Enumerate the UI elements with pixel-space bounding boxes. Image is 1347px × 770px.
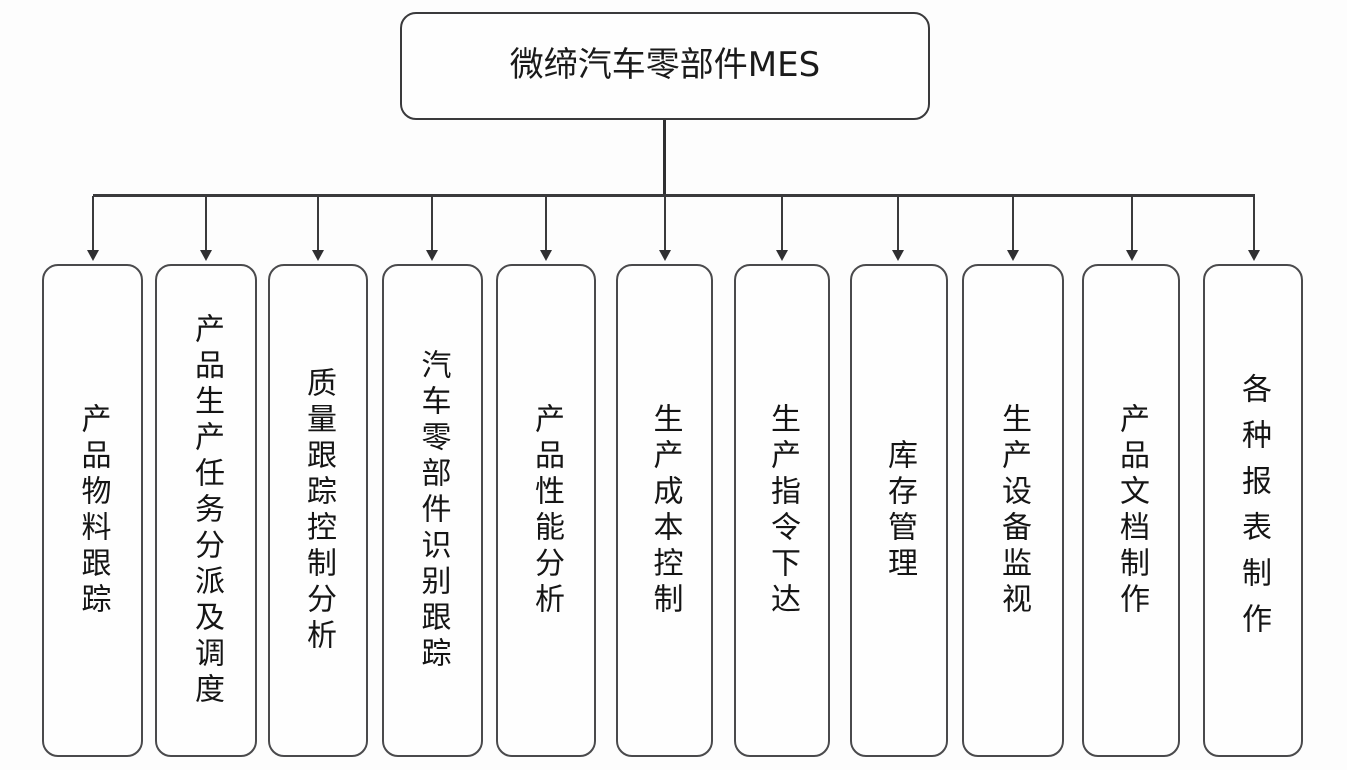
arrow-head-2 [200, 250, 212, 261]
arrow-head-8 [892, 250, 904, 261]
arrow-head-9 [1007, 250, 1019, 261]
leaf-node-label-2: 产品生产任务分派及调度 [189, 312, 224, 709]
leaf-node-label-9: 生产设备监视 [996, 402, 1031, 619]
drop-connector-8 [897, 196, 899, 252]
leaf-node-8[interactable]: 库存管理 [850, 264, 948, 757]
leaf-node-label-11: 各种报表制作 [1236, 372, 1271, 649]
drop-connector-9 [1012, 196, 1014, 252]
drop-connector-10 [1131, 196, 1133, 252]
arrow-head-11 [1248, 250, 1260, 261]
root-node-label: 微缔汽车零部件MES [509, 45, 821, 86]
leaf-node-5[interactable]: 产品性能分析 [496, 264, 596, 757]
leaf-node-label-7: 生产指令下达 [765, 402, 800, 619]
leaf-node-1[interactable]: 产品物料跟踪 [42, 264, 143, 757]
leaf-node-11[interactable]: 各种报表制作 [1203, 264, 1303, 757]
drop-connector-1 [92, 196, 94, 252]
drop-connector-3 [317, 196, 319, 252]
leaf-node-9[interactable]: 生产设备监视 [962, 264, 1064, 757]
leaf-node-4[interactable]: 汽车零部件识别跟踪 [382, 264, 483, 757]
horizontal-bus-connector [93, 194, 1255, 197]
arrow-head-5 [540, 250, 552, 261]
drop-connector-7 [781, 196, 783, 252]
drop-connector-6 [664, 196, 666, 252]
leaf-node-label-6: 生产成本控制 [647, 402, 683, 619]
leaf-node-label-10: 产品文档制作 [1114, 402, 1149, 619]
arrow-head-1 [87, 250, 99, 261]
leaf-node-2[interactable]: 产品生产任务分派及调度 [155, 264, 257, 757]
leaf-node-3[interactable]: 质量跟踪控制分析 [268, 264, 368, 757]
root-node[interactable]: 微缔汽车零部件MES [400, 12, 930, 120]
drop-connector-4 [431, 196, 433, 252]
leaf-node-label-5: 产品性能分析 [529, 402, 564, 619]
leaf-node-label-4: 汽车零部件识别跟踪 [415, 348, 451, 673]
leaf-node-label-1: 产品物料跟踪 [75, 402, 111, 619]
leaf-node-6[interactable]: 生产成本控制 [616, 264, 713, 757]
arrow-head-4 [426, 250, 438, 261]
drop-connector-5 [545, 196, 547, 252]
arrow-head-10 [1126, 250, 1138, 261]
leaf-node-label-8: 库存管理 [882, 438, 917, 583]
arrow-head-3 [312, 250, 324, 261]
root-stem-connector [663, 120, 666, 196]
leaf-node-label-3: 质量跟踪控制分析 [301, 366, 336, 655]
leaf-node-7[interactable]: 生产指令下达 [734, 264, 830, 757]
arrow-head-6 [659, 250, 671, 261]
arrow-head-7 [776, 250, 788, 261]
leaf-node-10[interactable]: 产品文档制作 [1082, 264, 1180, 757]
drop-connector-11 [1253, 196, 1255, 252]
drop-connector-2 [205, 196, 207, 252]
